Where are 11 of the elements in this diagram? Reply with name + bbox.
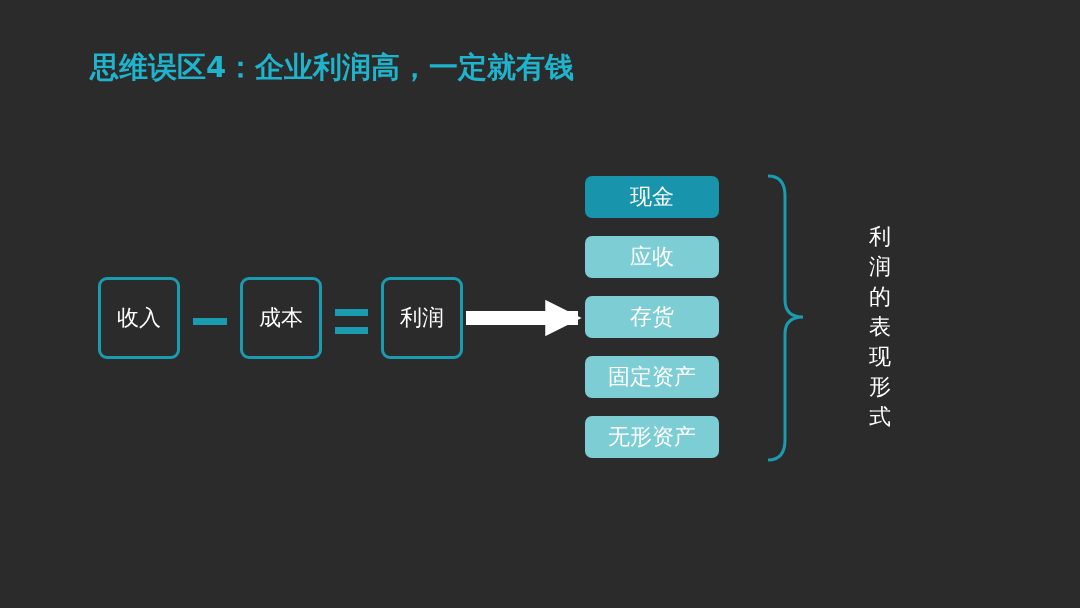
arrow xyxy=(466,299,582,337)
term-box: 收入 xyxy=(98,277,180,359)
form-box: 存货 xyxy=(585,296,719,338)
term-box: 利润 xyxy=(381,277,463,359)
form-box: 无形资产 xyxy=(585,416,719,458)
vertical-label: 利润的表现形式 xyxy=(868,223,892,431)
form-box: 现金 xyxy=(585,176,719,218)
form-box: 应收 xyxy=(585,236,719,278)
form-box: 固定资产 xyxy=(585,356,719,398)
title: 思维误区4：企业利润高，一定就有钱 xyxy=(90,49,575,86)
term-box: 成本 xyxy=(240,277,322,359)
